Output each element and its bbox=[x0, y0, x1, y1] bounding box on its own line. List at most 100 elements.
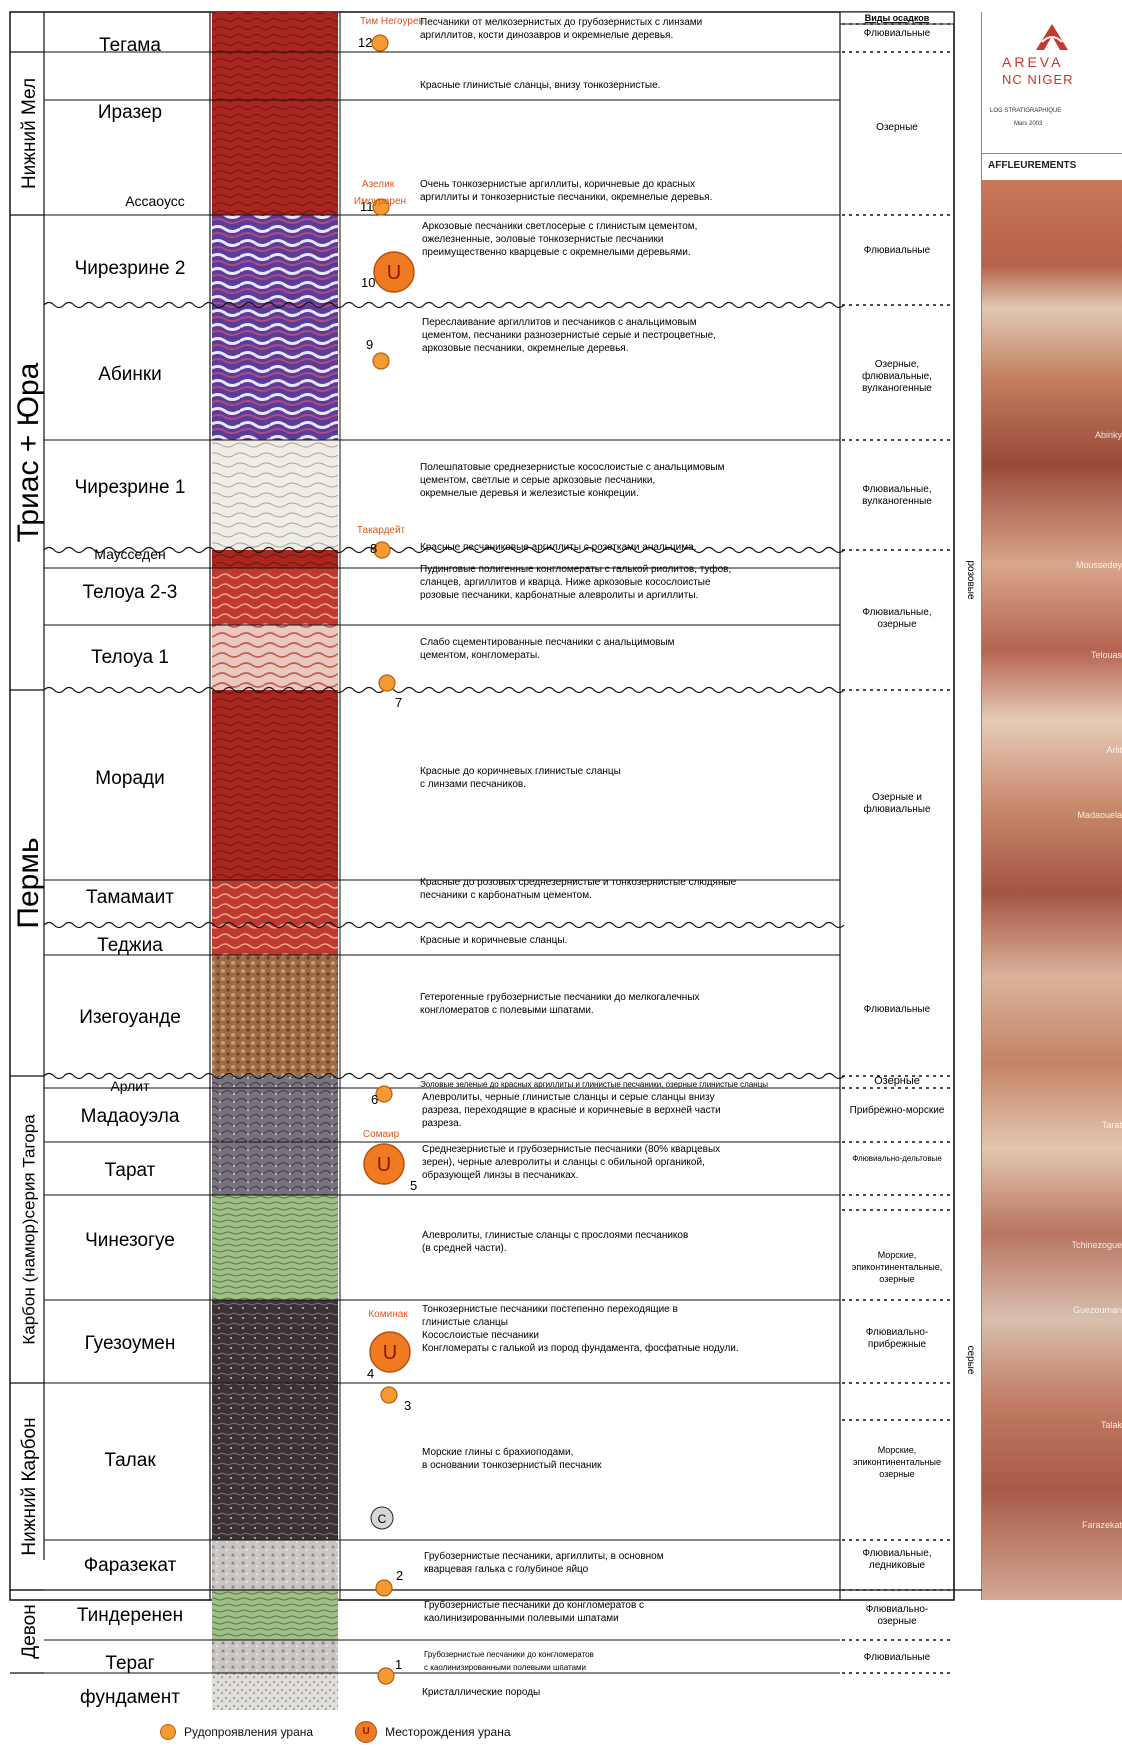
formation-description: с каолинизированными полевыми шпатами bbox=[424, 1663, 586, 1672]
lithology-bed bbox=[212, 1076, 338, 1088]
sediment-type-label: озерные bbox=[877, 619, 917, 630]
formation-name: Маусседен bbox=[94, 546, 165, 562]
formation-name: Арлит bbox=[110, 1078, 150, 1094]
sediment-type-label: вулканогенные bbox=[862, 383, 932, 394]
sediment-type-label: ледниковые bbox=[869, 1560, 926, 1571]
formation-name: Тиндеренен bbox=[77, 1605, 183, 1626]
formation-description: Среднезернистые и грубозернистые песчани… bbox=[422, 1143, 720, 1155]
formation-description: Кристаллические породы bbox=[422, 1687, 540, 1698]
outcrops-title: AFFLEUREMENTS bbox=[988, 160, 1076, 171]
uranium-occurrence-marker bbox=[376, 1580, 392, 1596]
uranium-deposit-symbol: U bbox=[377, 1154, 391, 1176]
lithology-bed bbox=[212, 1673, 338, 1710]
uranium-occurrence-marker bbox=[381, 1387, 397, 1403]
legend-item-deposit: U Месторождения урана bbox=[355, 1721, 510, 1743]
lithology-bed bbox=[212, 1088, 338, 1142]
sediment-type-label: Флювиальные bbox=[864, 28, 931, 39]
sediment-type-label: Флювиальные, bbox=[862, 1548, 931, 1559]
legend-item-occurrence: Рудопроявления урана bbox=[160, 1724, 313, 1740]
sediment-type-label: Флювиальные bbox=[864, 245, 931, 256]
mine-site-name: Тим Негоурен bbox=[360, 16, 424, 27]
outcrop-photo-label: Guezouman bbox=[1073, 1305, 1122, 1315]
lithology-bed bbox=[212, 880, 338, 925]
document-title: LOG STRATIGRAPHIQUE bbox=[990, 108, 1061, 114]
formation-description: (в средней части). bbox=[422, 1243, 507, 1254]
colour-group-label: серые bbox=[965, 1346, 976, 1375]
lithology-bed bbox=[212, 625, 338, 690]
formation-description: каолинизированными полевыми шпатами bbox=[424, 1613, 619, 1624]
unconformity-line bbox=[44, 688, 844, 693]
occurrence-number: 3 bbox=[404, 1398, 411, 1413]
mine-site-name: Сомаир bbox=[363, 1129, 400, 1140]
formation-description: в основании тонкозернистый песчаник bbox=[422, 1460, 602, 1471]
sediment-type-label: озерные bbox=[879, 1274, 914, 1284]
sediment-type-label: Флювиальные, bbox=[862, 607, 931, 618]
formation-description: Косослоистые песчаники bbox=[422, 1330, 539, 1341]
formation-description: Красные до коричневых глинистые сланцы bbox=[420, 766, 621, 777]
formation-name: Тамамаит bbox=[86, 887, 174, 908]
era-label: Триас + Юра bbox=[12, 362, 45, 542]
sediment-type-label: Флювиально- bbox=[866, 1327, 929, 1338]
sediment-type-label: эпиконтинентальные bbox=[853, 1457, 941, 1467]
formation-description: Эоловые зеленые до красных аргиллиты и г… bbox=[420, 1080, 768, 1089]
formation-description: аргиллитов, кости динозавров и окремнелы… bbox=[420, 30, 673, 41]
formation-description: цементом, песчаники разнозернистые серые… bbox=[422, 330, 716, 341]
document-date: Mars 2003 bbox=[1014, 121, 1042, 127]
outcrop-photo-label: Tarat bbox=[1102, 1120, 1122, 1130]
formation-description: Красные и коричневые сланцы. bbox=[420, 935, 567, 946]
formation-description: аргиллиты и тонкозернистые песчаники, ок… bbox=[420, 192, 712, 203]
occurrence-number: 6 bbox=[371, 1092, 378, 1107]
outcrop-photo-label: Arlit bbox=[1107, 745, 1122, 755]
sediment-type-label: эпиконтинентальные, bbox=[852, 1262, 943, 1272]
formation-description: Красные глинистые сланцы, внизу тонкозер… bbox=[420, 80, 660, 91]
formation-name: Тарат bbox=[105, 1160, 156, 1181]
formation-description: окремнелые деревья и железистые конкреци… bbox=[420, 488, 639, 499]
formation-description: аркозовые песчаники, окремнелые деревья. bbox=[422, 343, 628, 354]
lithology-bed bbox=[212, 1590, 338, 1640]
mine-site-name: Имоурарен bbox=[354, 196, 406, 207]
unconformity-line bbox=[44, 303, 844, 308]
unconformity-line bbox=[44, 923, 844, 928]
lithology-bed bbox=[212, 100, 338, 215]
era-label: Нижний Мел bbox=[19, 78, 40, 189]
formation-description: Грубозернистые песчаники до конгломерато… bbox=[424, 1650, 594, 1659]
lithology-bed bbox=[212, 925, 338, 955]
mine-site-name: Такардейт bbox=[357, 525, 406, 536]
formation-description: цементом, светлые и серые аркозовые песч… bbox=[420, 475, 655, 486]
uranium-deposit-symbol: U bbox=[383, 1342, 397, 1364]
sediment-column-header: Виды осадков bbox=[865, 13, 930, 23]
formation-name: Чирезрине 1 bbox=[75, 477, 186, 498]
formation-description: Алевролиты, глинистые сланцы с прослоями… bbox=[422, 1230, 688, 1241]
sediment-type-label: Флювиальные bbox=[864, 1004, 931, 1015]
formation-name: Чирезрине 2 bbox=[75, 258, 186, 279]
uranium-occurrence-marker bbox=[373, 353, 389, 369]
lithology-bed bbox=[212, 1300, 338, 1383]
lithology-bed bbox=[212, 1142, 338, 1195]
formation-name: Тегама bbox=[99, 35, 161, 56]
sediment-type-label: вулканогенные bbox=[862, 496, 932, 507]
lithology-bed bbox=[212, 1540, 338, 1590]
formation-description: цементом, конгломераты. bbox=[420, 650, 540, 661]
formation-description: разреза, переходящие в красные и коричне… bbox=[422, 1105, 721, 1116]
sediment-type-label: флювиальные, bbox=[862, 370, 932, 382]
sediment-type-label: озерные bbox=[879, 1469, 914, 1479]
uranium-occurrence-marker bbox=[376, 1086, 392, 1102]
formation-description: Грубозернистые песчаники до конгломерато… bbox=[424, 1599, 644, 1611]
formation-description: Красные песчаниковые аргиллиты с розетка… bbox=[420, 542, 696, 553]
lithology-bed bbox=[212, 955, 338, 1076]
formation-description: песчаники с карбонатным цементом. bbox=[420, 889, 592, 901]
lithology-bed bbox=[212, 690, 338, 880]
formation-description: конгломератов с полевыми шпатами. bbox=[420, 1005, 594, 1016]
lithology-bed bbox=[212, 305, 338, 440]
formation-description: Переслаивание аргиллитов и песчаников с … bbox=[422, 317, 697, 328]
lithology-bed bbox=[212, 1640, 338, 1673]
formation-description: Алевролиты, черные глинистые сланцы и се… bbox=[422, 1092, 715, 1103]
formation-description: Гетерогенные грубозернистые песчаники до… bbox=[420, 991, 700, 1003]
formation-name: Изегоуанде bbox=[79, 1007, 181, 1028]
formation-name: Талак bbox=[104, 1450, 156, 1471]
sediment-type-label: флювиальные bbox=[863, 803, 931, 815]
formation-description: глинистые сланцы bbox=[422, 1317, 508, 1328]
formation-name: Тераг bbox=[105, 1653, 154, 1674]
formation-description: с линзами песчаников. bbox=[420, 779, 526, 790]
formation-description: сланцев, аргиллитов и кварца. Ниже аркоз… bbox=[420, 577, 711, 588]
